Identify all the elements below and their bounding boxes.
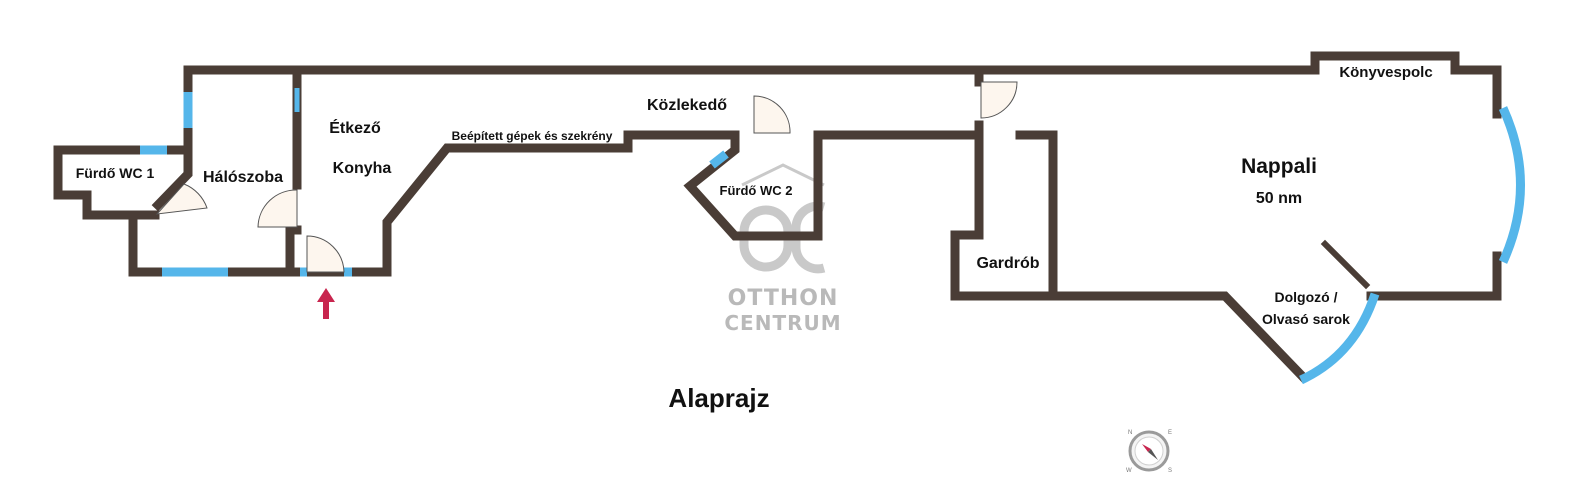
- label-gardrob: Gardrób: [976, 255, 1039, 272]
- doors: [155, 81, 1018, 273]
- door-bath1: [155, 183, 208, 215]
- watermark-line1: OTTHON: [728, 286, 839, 311]
- compass-e: E: [1168, 430, 1172, 436]
- compass-icon: N E S W: [1126, 430, 1172, 474]
- label-nappali-area: 50 nm: [1256, 190, 1302, 207]
- label-kozlekedo: Közlekedő: [647, 97, 727, 114]
- compass-w: W: [1126, 468, 1132, 474]
- door-living: [980, 81, 1018, 119]
- otthon-centrum-logo: OTTHON CENTRUM: [724, 163, 841, 335]
- door-bedroom: [257, 189, 298, 228]
- label-beepitett: Beépített gépek és szekrény: [452, 129, 613, 143]
- entrance-arrow-icon: [317, 288, 335, 319]
- watermark-line2: CENTRUM: [724, 311, 841, 335]
- door-hall: [753, 95, 791, 134]
- windows: [140, 88, 1525, 385]
- label-dolgozo-line2: Olvasó sarok: [1262, 311, 1350, 327]
- label-etkezo: Étkező: [329, 118, 381, 137]
- label-haloszoba: Hálószoba: [203, 169, 283, 186]
- room-labels: Fürdő WC 1 Hálószoba Étkező Konyha Beépí…: [76, 64, 1433, 327]
- label-furdo-wc1: Fürdő WC 1: [76, 165, 155, 181]
- label-konyvespolc: Könyvespolc: [1339, 64, 1432, 81]
- label-dolgozo-line1: Dolgozó /: [1275, 289, 1338, 305]
- compass-n: N: [1128, 430, 1132, 436]
- door-entrance: [306, 235, 345, 273]
- label-konyha: Konyha: [333, 160, 392, 177]
- label-furdo-wc2: Fürdő WC 2: [720, 183, 793, 198]
- label-nappali: Nappali: [1241, 155, 1317, 178]
- plan-title: Alaprajz: [668, 383, 769, 413]
- compass-s: S: [1168, 468, 1172, 474]
